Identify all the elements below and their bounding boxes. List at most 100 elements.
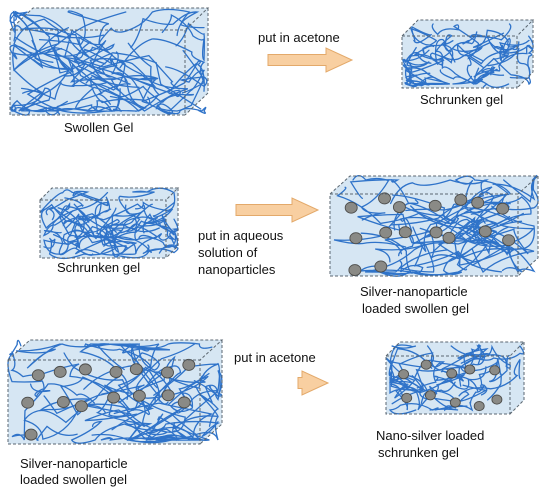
polymer-strand	[389, 344, 417, 399]
polymer-strand	[138, 230, 179, 254]
nanoparticle	[454, 193, 468, 206]
nanoparticle	[401, 392, 413, 403]
polymer-strand	[74, 223, 125, 255]
polymer-strand	[463, 220, 497, 244]
polymer-strand	[59, 203, 117, 237]
shrunken-gel-box-1	[401, 19, 535, 89]
nanoparticle	[132, 389, 146, 402]
nanoparticle	[107, 391, 121, 404]
gel-side-edge	[199, 340, 223, 445]
nanoparticle	[392, 201, 406, 214]
gel-side-edge	[184, 8, 209, 116]
nanoparticle	[478, 225, 492, 238]
nanoparticle	[161, 366, 174, 379]
gel-front-edge	[385, 355, 511, 415]
nanoparticle	[24, 428, 38, 441]
polymer-strand	[499, 37, 530, 63]
nanoparticle	[489, 365, 501, 376]
polymer-strand	[94, 201, 120, 256]
process-arrow-1	[267, 47, 354, 73]
nanoparticle	[502, 234, 516, 247]
process-arrow-3	[297, 370, 330, 396]
polymer-strand	[409, 25, 454, 55]
step-1-text: put in acetone	[258, 30, 340, 45]
polymer-strand	[130, 346, 209, 405]
polymer-strand	[357, 213, 457, 257]
polymer-strand	[130, 11, 205, 49]
polymer-strand	[360, 232, 488, 276]
polymer-strand	[470, 179, 539, 224]
shrunken-gel-label-2: Schrunken gel	[57, 260, 141, 275]
nanoparticle	[53, 365, 67, 378]
nanoparticle	[31, 369, 45, 382]
polymer-strand	[119, 38, 206, 94]
nanoparticle	[109, 366, 123, 378]
gel-front-edge	[401, 35, 518, 89]
polymer-strand	[402, 54, 432, 87]
polymer-strand	[109, 89, 195, 112]
nanoparticle	[74, 400, 88, 413]
gel-top-face	[40, 188, 178, 200]
polymer-strand	[99, 225, 138, 255]
gel-front-edge	[7, 359, 201, 445]
nanoparticle	[344, 201, 358, 214]
polymer-strand	[52, 46, 121, 92]
polymer-strand	[389, 377, 438, 400]
loaded-swollen-gel-label-bottom-line-1: Silver-nanoparticle	[20, 456, 128, 471]
nano-silver-gel-label-line-2: schrunken gel	[378, 445, 459, 460]
polymer-strand	[113, 402, 214, 441]
gel-top-edge	[9, 7, 210, 31]
nano-silver-gel-box	[385, 341, 526, 415]
polymer-strand	[98, 8, 191, 103]
shrunken-gel-box-2	[39, 187, 180, 260]
nanoparticle	[182, 358, 196, 371]
nanoparticle	[374, 260, 388, 273]
nanoparticle	[398, 369, 410, 380]
polymer-strand	[43, 237, 117, 260]
polymer-strand	[398, 193, 510, 234]
step-2-text-line-3: nanoparticles	[198, 262, 276, 277]
polymer-strand	[439, 44, 534, 85]
polymer-strand	[42, 202, 84, 237]
polymer-strand	[118, 187, 176, 215]
polymer-strand	[74, 42, 160, 112]
nanoparticle	[129, 363, 143, 376]
gel-top-face	[402, 20, 533, 36]
polymer-strand	[108, 342, 213, 396]
polymer-strand	[13, 18, 105, 59]
nanoparticle	[348, 264, 362, 277]
nanoparticle	[420, 359, 432, 370]
step-2-text-line-1: put in aqueous	[198, 228, 284, 243]
polymer-strand	[480, 174, 538, 217]
polymer-strand	[48, 190, 103, 221]
polymer-strand	[389, 179, 489, 226]
polymer-strand	[101, 366, 169, 405]
polymer-strand	[14, 36, 126, 91]
shrunken-gel-label-1: Schrunken gel	[420, 92, 504, 107]
polymer-strand	[100, 415, 219, 444]
polymer-strand	[487, 47, 531, 86]
polymer-strand	[452, 46, 496, 85]
polymer-strand	[110, 62, 198, 109]
nanoparticle	[449, 397, 461, 408]
polymer-strand	[9, 50, 70, 116]
swollen-gel-label: Swollen Gel	[64, 120, 134, 135]
polymer-strand	[473, 66, 510, 88]
polymer-strand	[64, 29, 162, 103]
nanoparticle	[428, 199, 442, 212]
polymer-strand	[20, 54, 180, 101]
polymer-strand	[454, 175, 511, 227]
polymer-strand	[443, 31, 478, 52]
polymer-strand	[142, 213, 179, 240]
loaded-swollen-gel-label-line-2: loaded swollen gel	[362, 301, 469, 316]
polymer-strand	[161, 14, 205, 62]
nanoparticle	[161, 389, 175, 402]
polymer-strand	[12, 10, 72, 70]
gel-top-edge	[7, 339, 224, 361]
nanoparticle	[424, 390, 436, 401]
polymer-strand	[81, 387, 139, 418]
loaded-swollen-gel-box-bottom	[7, 339, 224, 445]
nanoparticle	[442, 231, 456, 244]
polymer-strand	[70, 420, 179, 444]
